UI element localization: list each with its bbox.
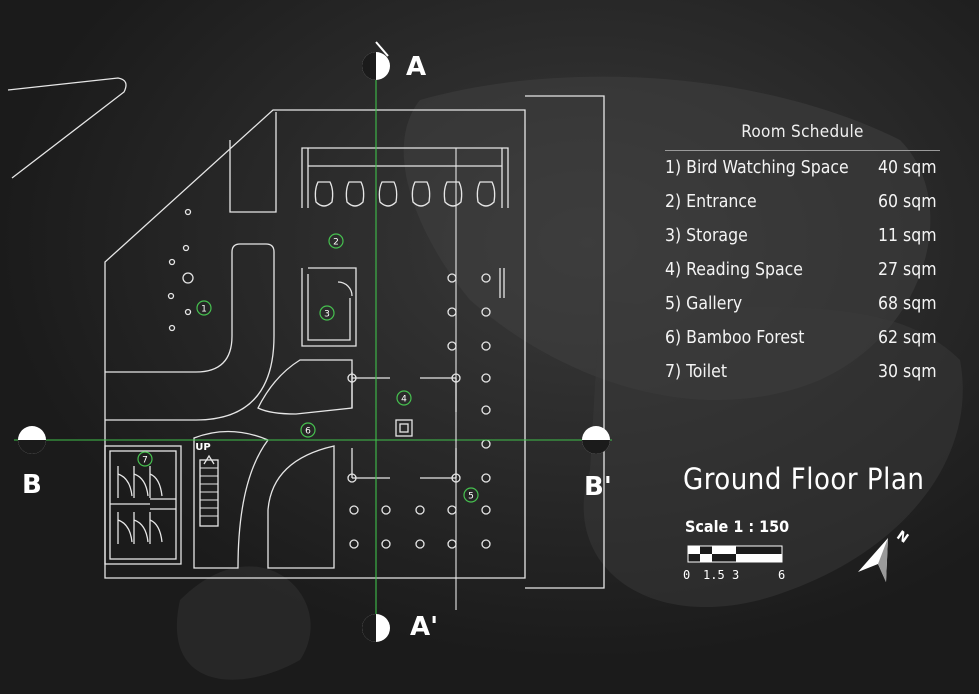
north-arrow-icon: N bbox=[858, 528, 911, 582]
room-name: 3) Storage bbox=[665, 226, 748, 246]
room-row: 4) Reading Space 27 sqm bbox=[665, 253, 940, 287]
room-name: 7) Toilet bbox=[665, 362, 728, 382]
storage-walls bbox=[301, 267, 357, 347]
room-marker-1: 1 bbox=[201, 305, 207, 315]
room-area: 60 sqm bbox=[878, 192, 937, 212]
view-hole bbox=[182, 244, 190, 252]
scale-tick: 1.5 bbox=[703, 568, 725, 582]
view-hole bbox=[168, 324, 176, 332]
room-area: 30 sqm bbox=[878, 362, 937, 382]
section-label-b-prime: B' bbox=[584, 472, 612, 502]
reading-table bbox=[395, 419, 413, 437]
room-row: 2) Entrance 60 sqm bbox=[665, 185, 940, 219]
room-area: 62 sqm bbox=[878, 328, 937, 348]
north-label: N bbox=[893, 528, 911, 547]
view-hole bbox=[182, 272, 194, 284]
storage-door bbox=[337, 281, 353, 297]
plan-title: Ground Floor Plan bbox=[683, 462, 925, 496]
storage-walls bbox=[307, 274, 351, 341]
scale-tick: 6 bbox=[778, 568, 786, 582]
section-label-b: B bbox=[22, 470, 42, 500]
room-name: 1) Bird Watching Space bbox=[665, 158, 849, 178]
view-hole bbox=[167, 292, 175, 300]
corner-block bbox=[229, 112, 277, 213]
room-area: 11 sqm bbox=[878, 226, 937, 246]
building-outline bbox=[104, 109, 526, 579]
view-hole bbox=[184, 308, 192, 316]
room-marker-4: 4 bbox=[401, 395, 407, 405]
room-name: 4) Reading Space bbox=[665, 260, 803, 280]
reading-table bbox=[399, 423, 409, 433]
room-area: 68 sqm bbox=[878, 294, 937, 314]
room-row: 3) Storage 11 sqm bbox=[665, 219, 940, 253]
site-swoosh bbox=[7, 77, 127, 179]
room-marker-6: 6 bbox=[305, 427, 311, 437]
toilet-room bbox=[109, 450, 177, 560]
room-marker-2: 2 bbox=[333, 238, 339, 248]
room-marker-3: 3 bbox=[324, 310, 330, 320]
room-row: 6) Bamboo Forest 62 sqm bbox=[665, 321, 940, 355]
scale-bar bbox=[687, 545, 783, 563]
section-marker-b-left bbox=[18, 426, 46, 454]
section-marker-a-top bbox=[362, 41, 390, 80]
room-marker-rings bbox=[137, 233, 479, 503]
stair-enclosure bbox=[193, 430, 270, 569]
view-hole bbox=[168, 258, 176, 266]
room-area: 40 sqm bbox=[878, 158, 937, 178]
section-label-a-prime: A' bbox=[410, 612, 439, 642]
scale-label: Scale 1 : 150 bbox=[685, 517, 790, 536]
section-marker-a-bottom bbox=[362, 614, 390, 642]
room-row: 7) Toilet 30 sqm bbox=[665, 355, 940, 389]
scale-tick: 3 bbox=[732, 568, 740, 582]
room-schedule-title: Room Schedule bbox=[665, 122, 940, 151]
scale-tick: 0 bbox=[683, 568, 691, 582]
curved-planter bbox=[267, 445, 335, 569]
section-marker-b-right bbox=[582, 426, 610, 454]
toilet-room bbox=[104, 445, 182, 565]
room-row: 1) Bird Watching Space 40 sqm bbox=[665, 151, 940, 185]
curved-wall bbox=[105, 243, 275, 421]
room-name: 5) Gallery bbox=[665, 294, 743, 314]
room-schedule: Room Schedule 1) Bird Watching Space 40 … bbox=[665, 122, 940, 389]
room-marker-5: 5 bbox=[468, 492, 474, 502]
bench-frame bbox=[301, 147, 509, 208]
room-area: 27 sqm bbox=[878, 260, 937, 280]
stair-treads bbox=[200, 467, 218, 517]
toilet-stalls bbox=[117, 466, 163, 544]
stair-run bbox=[199, 459, 219, 527]
section-label-a: A bbox=[406, 52, 427, 82]
view-hole bbox=[184, 208, 192, 216]
room-row: 5) Gallery 68 sqm bbox=[665, 287, 940, 321]
room-name: 6) Bamboo Forest bbox=[665, 328, 805, 348]
column-grid bbox=[347, 273, 491, 549]
curved-planter bbox=[257, 359, 353, 415]
stair-arrow bbox=[203, 454, 215, 465]
site-boundary bbox=[525, 95, 605, 589]
seat-row bbox=[314, 181, 496, 207]
room-name: 2) Entrance bbox=[665, 192, 757, 212]
room-marker-7: 7 bbox=[142, 456, 148, 466]
stair-up-label: UP bbox=[195, 442, 210, 453]
